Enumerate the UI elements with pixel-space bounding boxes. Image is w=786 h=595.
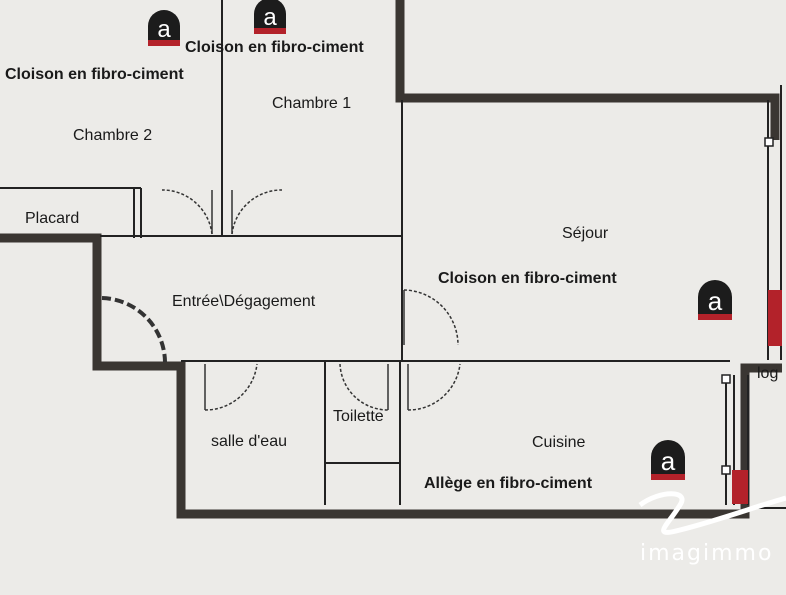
thick-walls [0, 0, 782, 519]
window-markers [721, 137, 774, 475]
marker-logo: a [148, 10, 180, 46]
room-sejour: Séjour [562, 225, 609, 242]
red-patches [732, 290, 782, 504]
svg-text:a: a [263, 4, 277, 31]
door-arcs [101, 189, 461, 411]
room-toilette: Toilette [333, 408, 384, 425]
marker-logo: a [698, 280, 732, 320]
svg-text:a: a [661, 446, 676, 476]
watermark-logo: imagimmo [638, 491, 786, 566]
annotation-cloison-top: Cloison en fibro-ciment [185, 39, 364, 56]
annotation-allege: Allège en fibro-ciment [424, 475, 593, 492]
room-entree: Entrée\Dégagement [172, 293, 316, 310]
svg-text:a: a [157, 16, 171, 43]
room-salle-eau: salle d'eau [211, 433, 287, 450]
room-chambre-1: Chambre 1 [272, 95, 351, 112]
room-chambre-2: Chambre 2 [73, 127, 152, 144]
annotation-cloison-left: Cloison en fibro-ciment [5, 66, 184, 83]
annotation-cloison-sejour: Cloison en fibro-ciment [438, 270, 617, 287]
room-cuisine: Cuisine [532, 434, 585, 451]
svg-text:imagimmo: imagimmo [640, 541, 773, 566]
marker-logo: a [254, 0, 286, 34]
marker-logo: a [651, 440, 685, 480]
room-loggia-partial: log [757, 365, 778, 382]
svg-text:a: a [708, 286, 723, 316]
room-placard: Placard [25, 210, 79, 227]
